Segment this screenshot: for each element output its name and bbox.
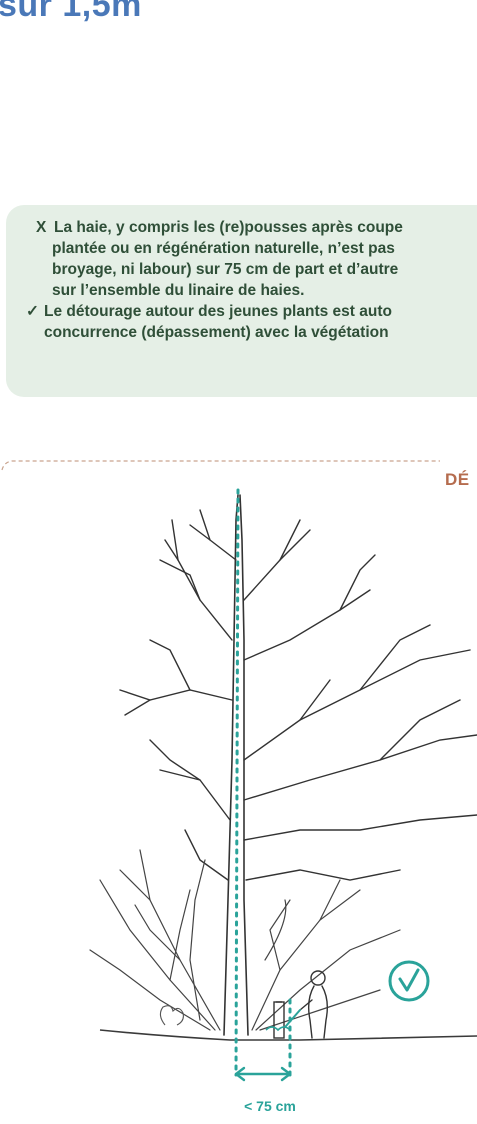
shrub-left xyxy=(90,850,220,1030)
tree-branches-right xyxy=(244,520,477,880)
trimmer-tool xyxy=(286,1010,300,1026)
small-shrub xyxy=(160,1006,183,1025)
center-axis-line xyxy=(236,490,238,1075)
tree-trunk xyxy=(224,495,248,1035)
tree-branches-left xyxy=(120,510,236,880)
dimension-label: < 75 cm xyxy=(230,1098,310,1114)
fence-post xyxy=(274,1002,284,1038)
person-figure xyxy=(300,971,327,1038)
check-circle-icon xyxy=(390,962,428,1000)
cut-marks xyxy=(266,1027,290,1030)
section-divider xyxy=(2,461,440,470)
dimension-arrow xyxy=(236,1068,290,1080)
